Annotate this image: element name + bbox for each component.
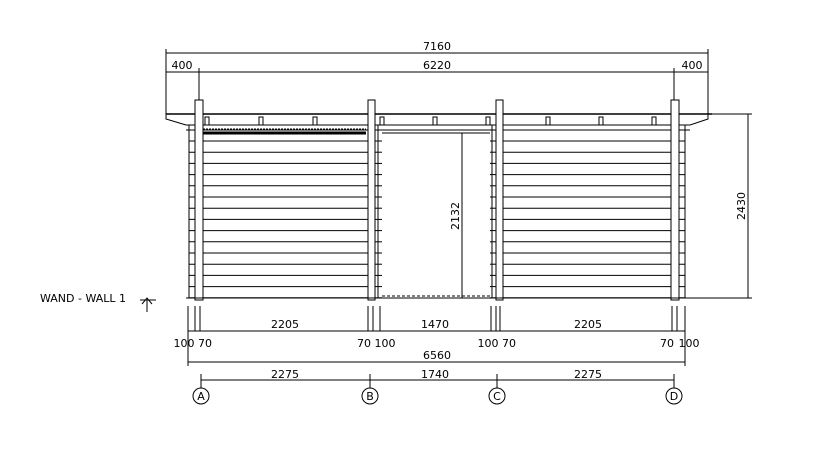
dim-small: 100 — [375, 337, 396, 350]
dim-overhang-left: 400 — [172, 59, 193, 72]
axis-span-2: 1740 — [421, 368, 449, 381]
section-arrow-icon — [140, 297, 156, 312]
axis-label-b: B — [366, 390, 374, 403]
dim-small: 100 — [478, 337, 499, 350]
dim-small: 70 — [357, 337, 371, 350]
axis-label-c: C — [493, 390, 501, 403]
dim-segment-3: 2205 — [574, 318, 602, 331]
axis-label-a: A — [197, 390, 205, 403]
roof — [165, 113, 712, 135]
dim-small: 100 — [679, 337, 700, 350]
height-dimension: 2430 — [690, 113, 752, 298]
dim-height: 2430 — [735, 192, 748, 220]
dim-base-total: 6560 — [423, 349, 451, 362]
dim-overall: 7160 — [423, 40, 451, 53]
grid-axes: 2275 1740 2275 A B C D — [192, 368, 683, 405]
bottom-dimensions: 2205 1470 2205 100 70 70 100 100 70 70 1… — [174, 306, 700, 366]
posts — [188, 99, 686, 301]
dim-segment-1: 2205 — [271, 318, 299, 331]
dim-small: 70 — [502, 337, 516, 350]
dim-overhang-right: 400 — [682, 59, 703, 72]
dim-small: 70 — [198, 337, 212, 350]
dim-small: 100 — [174, 337, 195, 350]
dim-segment-2: 1470 — [421, 318, 449, 331]
dim-small: 70 — [660, 337, 674, 350]
dim-door-height: 2132 — [449, 202, 462, 230]
view-title: WAND - WALL 1 — [40, 292, 126, 305]
axis-label-d: D — [670, 390, 678, 403]
dim-between-posts: 6220 — [423, 59, 451, 72]
axis-span-1: 2275 — [271, 368, 299, 381]
top-dimensions: 7160 6220 400 400 — [165, 40, 709, 114]
axis-span-3: 2275 — [574, 368, 602, 381]
door-opening: 2132 — [382, 132, 490, 298]
